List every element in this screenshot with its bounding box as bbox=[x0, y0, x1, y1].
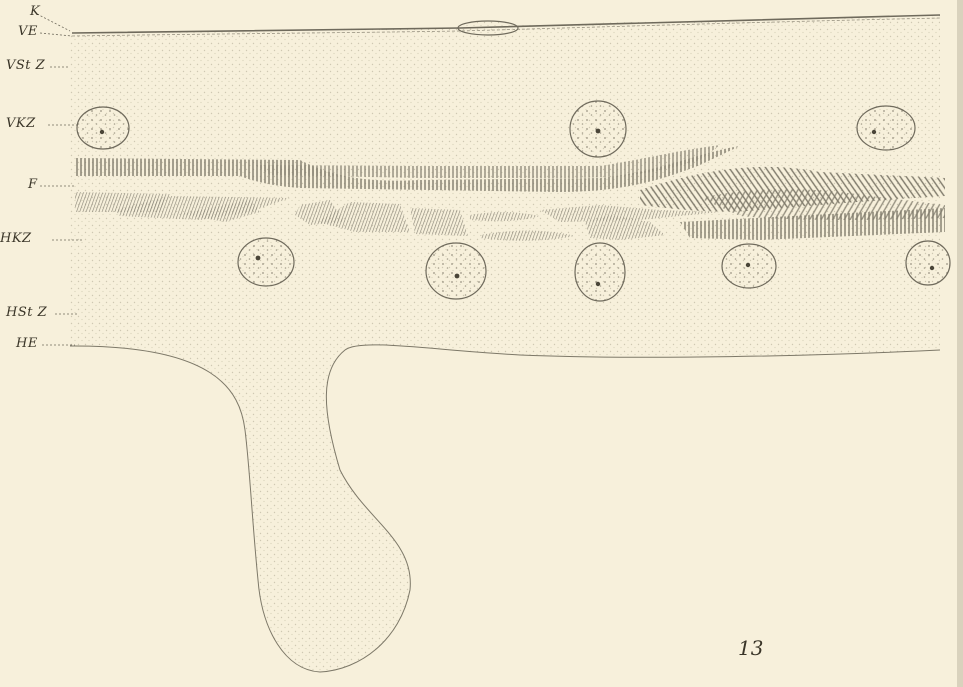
nucleus-upper-3 bbox=[857, 106, 915, 150]
label-k: K bbox=[30, 4, 40, 19]
label-hstz: HSt Z bbox=[6, 305, 47, 320]
label-vkz: VKZ bbox=[6, 116, 36, 131]
label-vstz: VSt Z bbox=[6, 58, 45, 73]
page-edge bbox=[957, 0, 963, 687]
nucleus-upper-2 bbox=[570, 101, 626, 157]
label-hkz: HKZ bbox=[0, 231, 32, 246]
label-f: F bbox=[28, 177, 38, 192]
nucleus-lower-1 bbox=[238, 238, 294, 286]
nucleus-lower-2 bbox=[426, 243, 486, 299]
fiber-lower-6 bbox=[410, 208, 468, 236]
inner-epithelium-line bbox=[70, 345, 940, 672]
leader-ve bbox=[40, 33, 72, 36]
label-he: HE bbox=[16, 336, 38, 351]
stroma-band bbox=[70, 15, 940, 672]
plate-number: 13 bbox=[738, 636, 763, 660]
nucleus-upper-1 bbox=[77, 107, 129, 149]
nucleus-lower-4 bbox=[722, 244, 776, 288]
nucleus-lower-3 bbox=[575, 243, 625, 301]
label-ve: VE bbox=[18, 24, 38, 39]
nucleus-lower-5 bbox=[906, 241, 950, 285]
cuticle-nodule bbox=[458, 21, 518, 35]
leader-k bbox=[37, 14, 70, 31]
